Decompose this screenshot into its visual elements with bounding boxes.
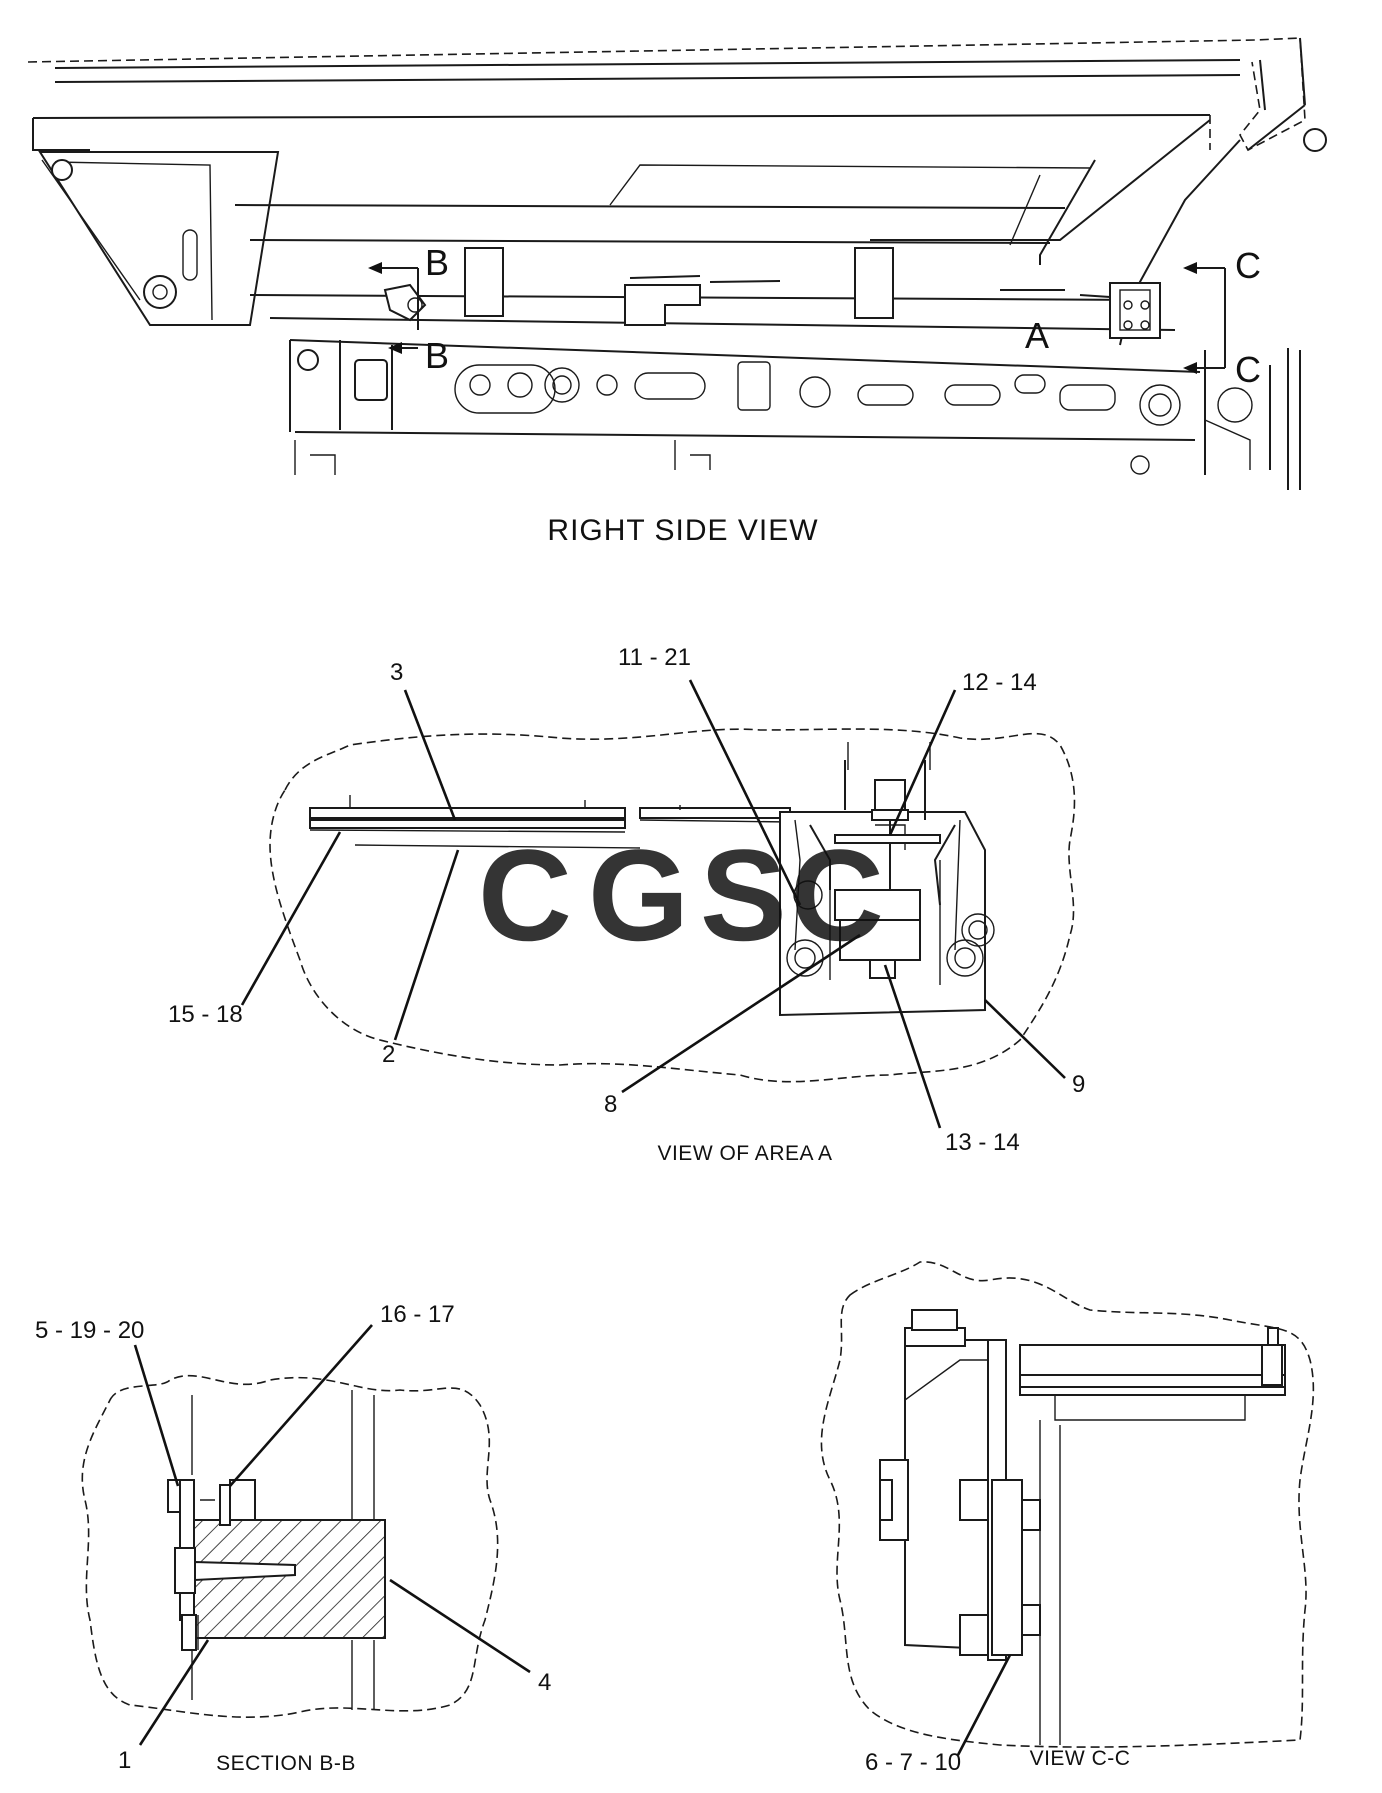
area-a-label: A	[1025, 315, 1049, 356]
callout-1: 1	[118, 1747, 131, 1774]
callout-13-14: 13 - 14	[945, 1129, 1020, 1156]
callout-8: 8	[604, 1091, 617, 1118]
watermark-letter-c2: C	[790, 822, 884, 968]
section-b-bottom-label: B	[425, 335, 449, 376]
section-b-b: 5 - 19 - 20 16 - 17 4 1 SECTION B-B	[35, 1301, 551, 1775]
callout-3: 3	[390, 659, 403, 686]
cgsc-watermark: C G S C	[478, 822, 884, 968]
section-b-top-label: B	[425, 242, 449, 283]
view-c-top-label: C	[1235, 245, 1261, 286]
callout-16-17: 16 - 17	[380, 1301, 455, 1328]
callout-12-14: 12 - 14	[962, 669, 1037, 696]
view-c-bottom-label: C	[1235, 349, 1261, 390]
view-of-area-a: C G S C 3 11 - 21 12 - 14 15 - 18 2 8 9 …	[168, 644, 1085, 1165]
watermark-letter-s: S	[700, 822, 787, 968]
view-c-c-caption: VIEW C-C	[1030, 1747, 1131, 1770]
callout-11-21: 11 - 21	[618, 644, 691, 671]
watermark-letter-g: G	[588, 822, 689, 968]
watermark-letter-c1: C	[478, 822, 572, 968]
callout-6-7-10: 6 - 7 - 10	[865, 1749, 961, 1776]
callout-9: 9	[1072, 1071, 1085, 1098]
right-side-view-title: RIGHT SIDE VIEW	[547, 514, 818, 547]
view-c-c: 6 - 7 - 10 VIEW C-C	[820, 1261, 1315, 1776]
right-side-view: B B C C A RIGHT SIDE VIEW	[27, 37, 1327, 547]
callout-15-18: 15 - 18	[168, 1001, 243, 1028]
section-b-b-caption: SECTION B-B	[216, 1752, 356, 1775]
callout-4: 4	[538, 1669, 551, 1696]
callout-5-19-20: 5 - 19 - 20	[35, 1317, 144, 1344]
callout-2: 2	[382, 1041, 395, 1068]
view-of-area-a-caption: VIEW OF AREA A	[657, 1142, 832, 1165]
